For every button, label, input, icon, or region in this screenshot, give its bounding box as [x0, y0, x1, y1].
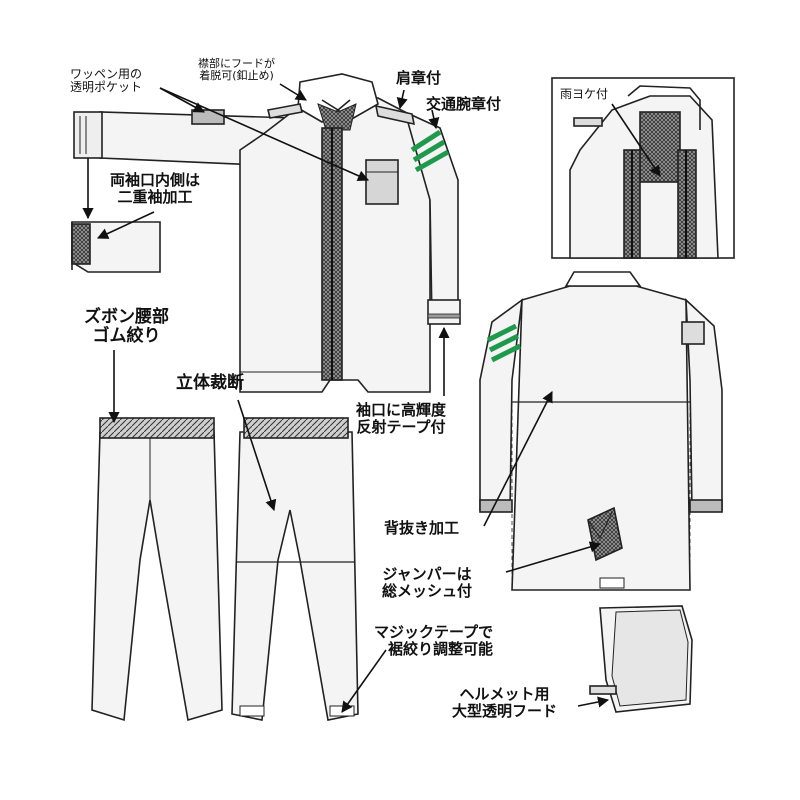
label-reflective-tape-line1: 袖口に高輝度: [356, 401, 447, 419]
label-back-vent-text: 背抜き加工: [384, 519, 460, 537]
rain-yoke-inset: [551, 77, 735, 259]
pointer-lines: [82, 83, 661, 713]
label-epaulette-text: 肩章付: [396, 69, 442, 87]
epaulette-right: [374, 104, 416, 126]
label-helmet-hood: ヘルメット用 大型透明フード: [452, 686, 557, 720]
jacket-back: [479, 271, 723, 591]
label-waist-rubber: ズボン腰部 ゴム絞り: [84, 307, 169, 347]
armband-stripes: [410, 129, 450, 173]
label-wappen-pocket-line2: 透明ポケット: [70, 80, 143, 95]
label-double-cuff-line1: 両袖口内側は: [110, 171, 201, 189]
label-mesh-lining: ジャンパーは 総メッシュ付: [382, 566, 472, 600]
pants-back-body: [231, 431, 359, 721]
double-cuff-detail: [71, 221, 161, 273]
label-mesh-lining-line2: 総メッシュ付: [382, 581, 473, 600]
pants-back: [231, 417, 359, 721]
label-double-cuff: 両袖口内側は 二重袖加工: [110, 172, 200, 206]
label-hood-collar-line2: 着脱可(釦止め): [199, 69, 274, 83]
pants-front: [91, 417, 223, 722]
helmet-hood-detail: [589, 605, 693, 713]
label-solid-cut-text: 立体裁断: [176, 373, 244, 393]
label-velcro-hem: マジックテープで 裾絞り調整可能: [374, 624, 493, 658]
label-solid-cut: 立体裁断: [176, 373, 244, 393]
label-reflective-tape: 袖口に高輝度 反射テープ付: [356, 402, 446, 436]
sleeve-pocket: [191, 109, 225, 125]
label-velcro-hem-line1: マジックテープで: [374, 623, 494, 641]
sleeve-cuff: [73, 111, 103, 159]
waistband-front: [99, 417, 215, 439]
label-mesh-lining-line1: ジャンパーは: [382, 565, 472, 583]
epaulette-left: [267, 103, 303, 119]
chest-pocket: [365, 159, 399, 205]
back-hood: [564, 271, 642, 287]
label-wappen-pocket-line1: ワッペン用の: [70, 67, 143, 81]
label-reflective-tape-line2: 反射テープ付: [356, 417, 446, 436]
label-wappen-pocket: ワッペン用の 透明ポケット: [70, 67, 143, 95]
label-rain-yoke: 雨ヨケ付: [560, 87, 609, 101]
label-waist-rubber-line1: ズボン腰部: [84, 307, 169, 327]
label-hood-collar-line1: 襟部にフードが: [198, 57, 275, 70]
label-armband-text: 交通腕章付: [426, 95, 502, 113]
label-helmet-hood-line2: 大型透明フード: [452, 701, 558, 720]
label-double-cuff-line2: 二重袖加工: [117, 187, 193, 206]
label-armband: 交通腕章付: [426, 96, 501, 113]
label-back-vent: 背抜き加工: [384, 520, 459, 537]
waistband-back: [243, 417, 349, 439]
label-epaulette: 肩章付: [396, 70, 441, 87]
label-velcro-hem-line2: 裾絞り調整可能: [388, 639, 494, 658]
label-rain-yoke-text: 雨ヨケ付: [560, 87, 609, 101]
label-waist-rubber-line2: ゴム絞り: [92, 326, 161, 347]
pants-front-body: [91, 431, 223, 722]
right-cuff: [427, 299, 461, 325]
label-hood-collar: 襟部にフードが 着脱可(釦止め): [198, 57, 275, 83]
label-helmet-hood-line1: ヘルメット用: [459, 685, 550, 703]
jacket-front: [73, 73, 461, 393]
